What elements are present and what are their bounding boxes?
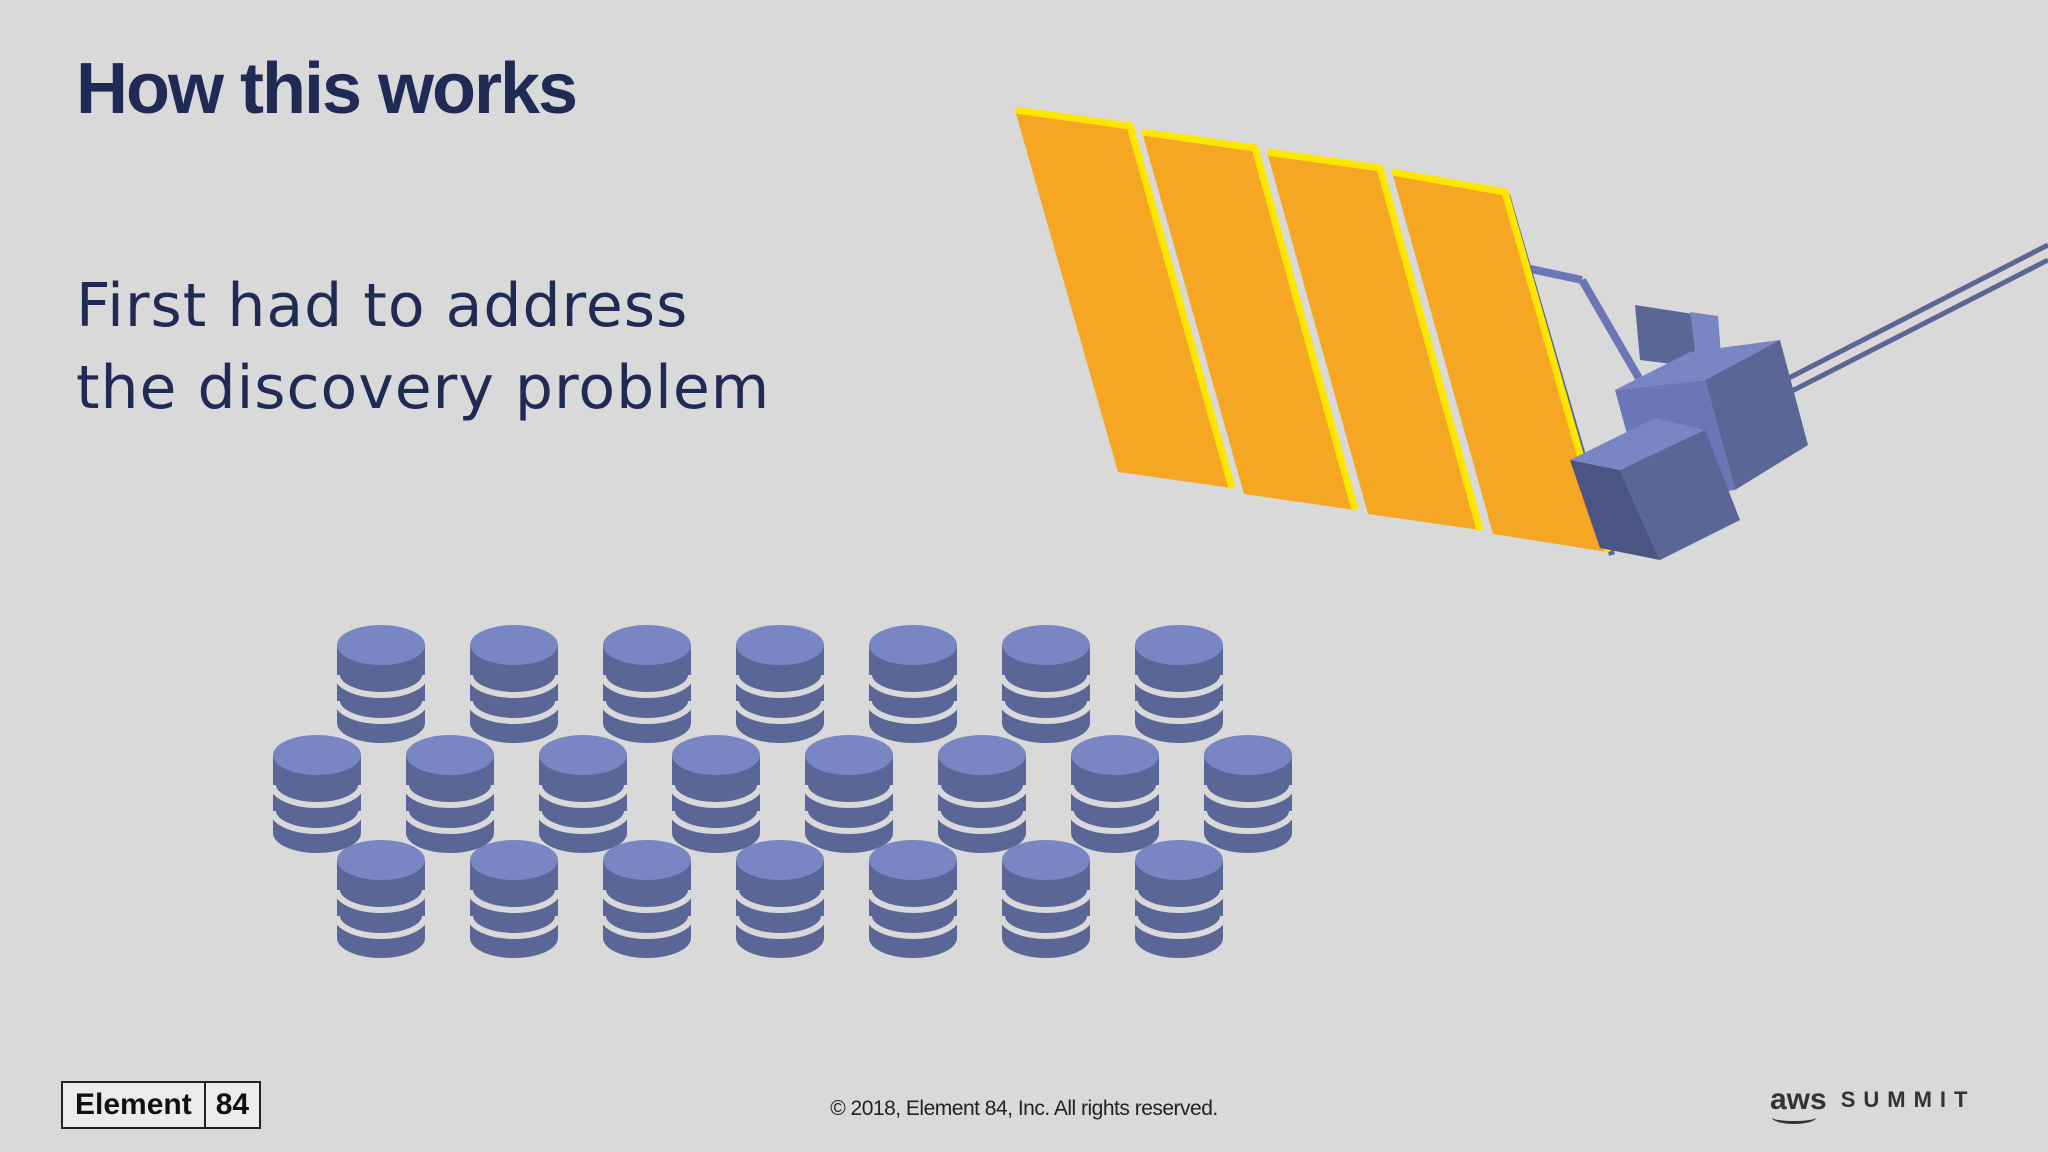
satellite-body bbox=[1570, 305, 1808, 560]
body-text: First had to address the discovery probl… bbox=[76, 265, 770, 429]
database-icon bbox=[866, 840, 960, 958]
summit-label: SUMMIT bbox=[1840, 1087, 1976, 1112]
aws-mark: aws bbox=[1770, 1085, 1827, 1124]
solar-panel-array bbox=[1014, 106, 1612, 553]
database-icon bbox=[1132, 625, 1226, 743]
database-icon bbox=[935, 735, 1029, 853]
body-line-2: the discovery problem bbox=[76, 353, 771, 423]
database-icon bbox=[334, 840, 428, 958]
database-grid bbox=[270, 625, 1295, 958]
database-icon bbox=[334, 625, 428, 743]
database-icon bbox=[1201, 735, 1295, 853]
slide-title: How this works bbox=[76, 49, 578, 129]
copyright-text: © 2018, Element 84, Inc. All rights rese… bbox=[830, 1097, 1218, 1120]
database-icon bbox=[467, 840, 561, 958]
database-icon bbox=[1068, 735, 1162, 853]
database-icon bbox=[403, 735, 497, 853]
database-icon bbox=[802, 735, 896, 853]
database-icon bbox=[999, 840, 1093, 958]
element84-logo: Element 84 bbox=[61, 1081, 262, 1129]
logo-word: Element bbox=[63, 1083, 206, 1127]
database-icon bbox=[669, 735, 763, 853]
database-icon bbox=[536, 735, 630, 853]
satellite-icon bbox=[1014, 106, 2048, 560]
aws-smile-icon bbox=[1772, 1111, 1816, 1124]
database-icon bbox=[733, 840, 827, 958]
database-icon bbox=[1132, 840, 1226, 958]
database-icon bbox=[600, 840, 694, 958]
body-line-1: First had to address bbox=[76, 271, 689, 341]
database-icon bbox=[866, 625, 960, 743]
database-icon bbox=[999, 625, 1093, 743]
database-icon bbox=[600, 625, 694, 743]
database-icon bbox=[733, 625, 827, 743]
logo-number: 84 bbox=[215, 1088, 250, 1121]
database-icon bbox=[270, 735, 364, 853]
database-icon bbox=[467, 625, 561, 743]
aws-summit-logo: aws SUMMIT bbox=[1770, 1085, 1976, 1124]
